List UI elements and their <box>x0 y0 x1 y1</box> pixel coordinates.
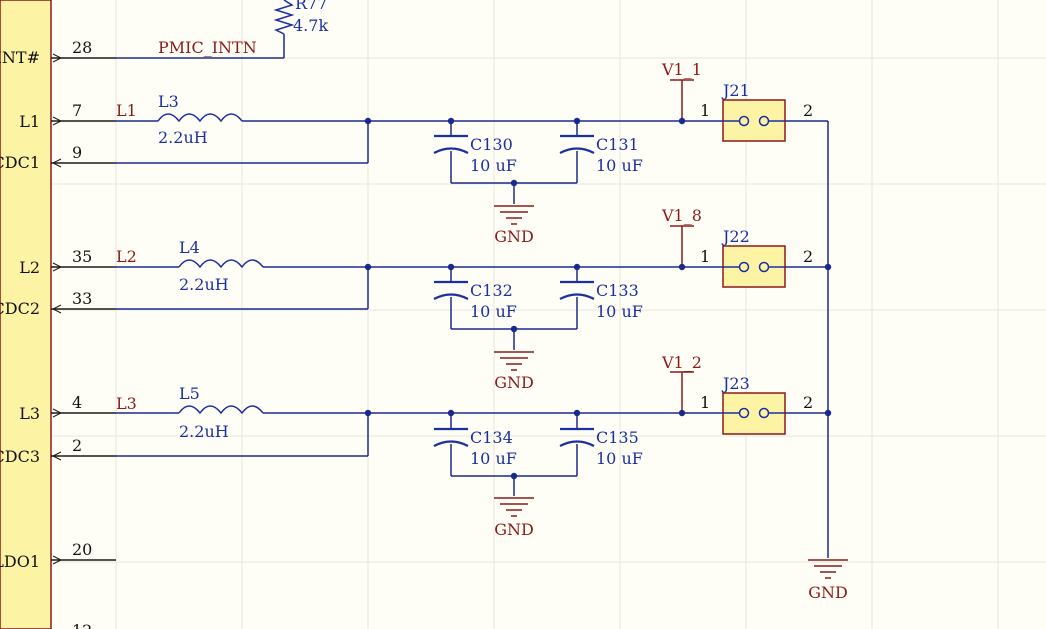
capacitor-c133-symbol[interactable] <box>559 280 595 300</box>
inductor-l5-value: 2.2uH <box>179 422 229 441</box>
resistor-r77-name: R77 <box>295 0 327 13</box>
jumper-j21-pin1: 1 <box>700 101 710 120</box>
capacitor-c133-name: C133 <box>596 281 639 300</box>
jumper-j23-name: J23 <box>721 374 750 393</box>
jumper-j21-pin2: 2 <box>803 101 813 120</box>
gnd-label-2: GND <box>494 373 534 392</box>
capacitor-c135-symbol[interactable] <box>559 427 595 447</box>
inductor-l3-symbol[interactable] <box>157 113 243 123</box>
section1-wires <box>116 120 828 204</box>
capacitor-c134-symbol[interactable] <box>433 427 469 447</box>
capacitor-c130-name: C130 <box>470 135 513 154</box>
inductor-l4-value: 2.2uH <box>179 275 229 294</box>
capacitor-c135-name: C135 <box>596 428 639 447</box>
jumper-j22[interactable] <box>722 245 786 288</box>
inductor-l5-symbol[interactable] <box>178 405 264 415</box>
pin-num-ldo1: 20 <box>72 540 92 559</box>
capacitor-c134-name: C134 <box>470 428 513 447</box>
capacitor-c132-symbol[interactable] <box>433 280 469 300</box>
pin-label-l1: L1 <box>19 112 40 131</box>
gnd-symbol-3 <box>494 497 534 517</box>
gnd-symbol-right <box>808 559 848 579</box>
resistor-r77-symbol[interactable] <box>273 0 295 35</box>
jumper-j21[interactable] <box>722 99 786 142</box>
pin-label-cdc2: CDC2 <box>0 299 40 318</box>
power-v1-8 <box>670 225 694 267</box>
jumper-j22-name: J22 <box>721 227 750 246</box>
gnd-label-right: GND <box>808 583 848 602</box>
power-v1-1 <box>670 79 694 121</box>
jumper-j22-pin1: 1 <box>700 247 710 266</box>
ic-body[interactable] <box>0 0 52 629</box>
inductor-l4-symbol[interactable] <box>178 259 264 269</box>
pin-label-cdc1: CDC1 <box>0 153 40 172</box>
capacitor-c130-value: 10 uF <box>470 156 517 175</box>
pin-label-ldo1: LDO1 <box>0 552 40 571</box>
pin-num-int: 28 <box>72 38 92 57</box>
pin-label-l3: L3 <box>19 404 40 423</box>
section3-wires <box>116 121 829 558</box>
capacitor-c132-value: 10 uF <box>470 302 517 321</box>
pin-num-cdc2: 33 <box>72 289 92 308</box>
power-v1-2 <box>670 371 694 413</box>
pin-num-l1: 7 <box>72 101 82 120</box>
net-label-l1: L1 <box>116 101 137 120</box>
inductor-l3-value: 2.2uH <box>158 128 208 147</box>
capacitor-c130-symbol[interactable] <box>433 134 469 154</box>
inductor-l5-name: L5 <box>179 384 200 403</box>
capacitor-c135-value: 10 uF <box>596 449 643 468</box>
jumper-j23-pin2: 2 <box>803 393 813 412</box>
inductor-l4-name: L4 <box>179 238 200 257</box>
pin-num-cdc1: 9 <box>72 143 82 162</box>
gnd-symbol-2 <box>494 351 534 371</box>
power-label-v1-1: V1_1 <box>661 60 702 79</box>
capacitor-c131-value: 10 uF <box>596 156 643 175</box>
gnd-symbol-1 <box>494 205 534 225</box>
resistor-r77-value: 4.7k <box>293 16 328 35</box>
capacitor-c131-name: C131 <box>596 135 639 154</box>
pin-num-cdc3: 2 <box>72 436 82 455</box>
pin-lines <box>51 57 116 561</box>
section2-wires <box>116 266 828 350</box>
net-label-l3: L3 <box>116 394 137 413</box>
power-label-v1-2: V1_2 <box>661 353 702 372</box>
jumper-j21-name: J21 <box>721 81 750 100</box>
jumper-j23[interactable] <box>722 392 786 435</box>
capacitor-c131-symbol[interactable] <box>559 134 595 154</box>
intn-wire <box>116 34 285 59</box>
pin-label-int: INT# <box>0 48 40 67</box>
jumper-j22-pin2: 2 <box>803 247 813 266</box>
inductor-l3-name: L3 <box>158 92 179 111</box>
capacitor-c134-value: 10 uF <box>470 449 517 468</box>
pin-num-l2: 35 <box>72 247 92 266</box>
gnd-label-3: GND <box>494 520 534 539</box>
pin-num-bottom: 12 <box>72 621 92 629</box>
pin-label-cdc3: CDC3 <box>0 447 40 466</box>
pin-num-l3: 4 <box>72 393 82 412</box>
gnd-label-1: GND <box>494 227 534 246</box>
junction-dots <box>364 117 832 480</box>
net-label-pmic-intn: PMIC_INTN <box>158 38 257 57</box>
capacitor-c133-value: 10 uF <box>596 302 643 321</box>
net-label-l2: L2 <box>116 247 137 266</box>
jumper-j23-pin1: 1 <box>700 393 710 412</box>
pin-label-l2: L2 <box>19 258 40 277</box>
power-label-v1-8: V1_8 <box>661 206 702 225</box>
capacitor-c132-name: C132 <box>470 281 513 300</box>
